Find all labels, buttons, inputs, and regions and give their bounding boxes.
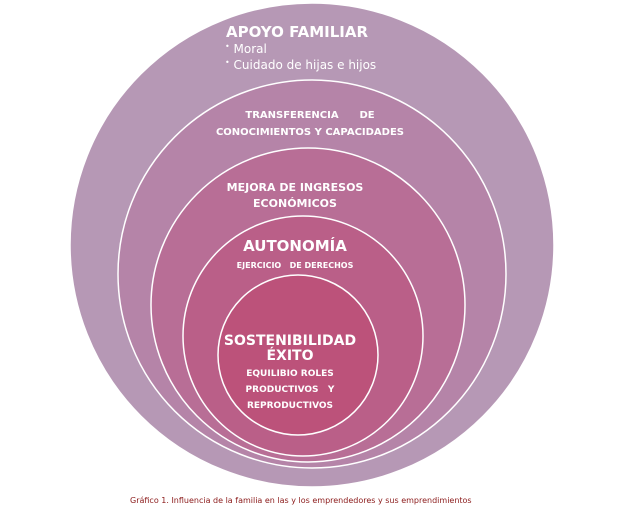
ring-sostenibilidad (217, 274, 379, 436)
sostenibilidad-line2: PRODUCTIVOS Y (245, 385, 335, 395)
bullet-text: Cuidado de hijas e hijos (233, 58, 377, 72)
sostenibilidad-line1: EQUILIBIO ROLES (246, 369, 334, 379)
transferencia-line2: CONOCIMIENTOS Y CAPACIDADES (215, 127, 405, 138)
figure-caption: Gráfico 1. Influencia de la familia en l… (130, 496, 472, 505)
autonomia-subtitle: EJERCICIO DE DERECHOS (236, 261, 354, 270)
exito-title: ÉXITO (266, 348, 314, 364)
sostenibilidad-line3: REPRODUCTIVOS (246, 401, 334, 411)
bullet-cuidado: • Cuidado de hijas e hijos (225, 58, 377, 72)
mejora-line2: ECONÓMICOS (253, 197, 337, 210)
bullet-moral: • Moral (225, 42, 267, 56)
autonomia-title: AUTONOMÍA (243, 237, 347, 255)
apoyo-familiar-title: APOYO FAMILIAR (225, 23, 369, 41)
mejora-line1: MEJORA DE INGRESOS (226, 181, 364, 194)
sostenibilidad-title: SOSTENIBILIDAD (223, 333, 357, 349)
transferencia-line1: TRANSFERENCIA DE (245, 110, 375, 121)
bullet-text: Moral (233, 42, 267, 56)
